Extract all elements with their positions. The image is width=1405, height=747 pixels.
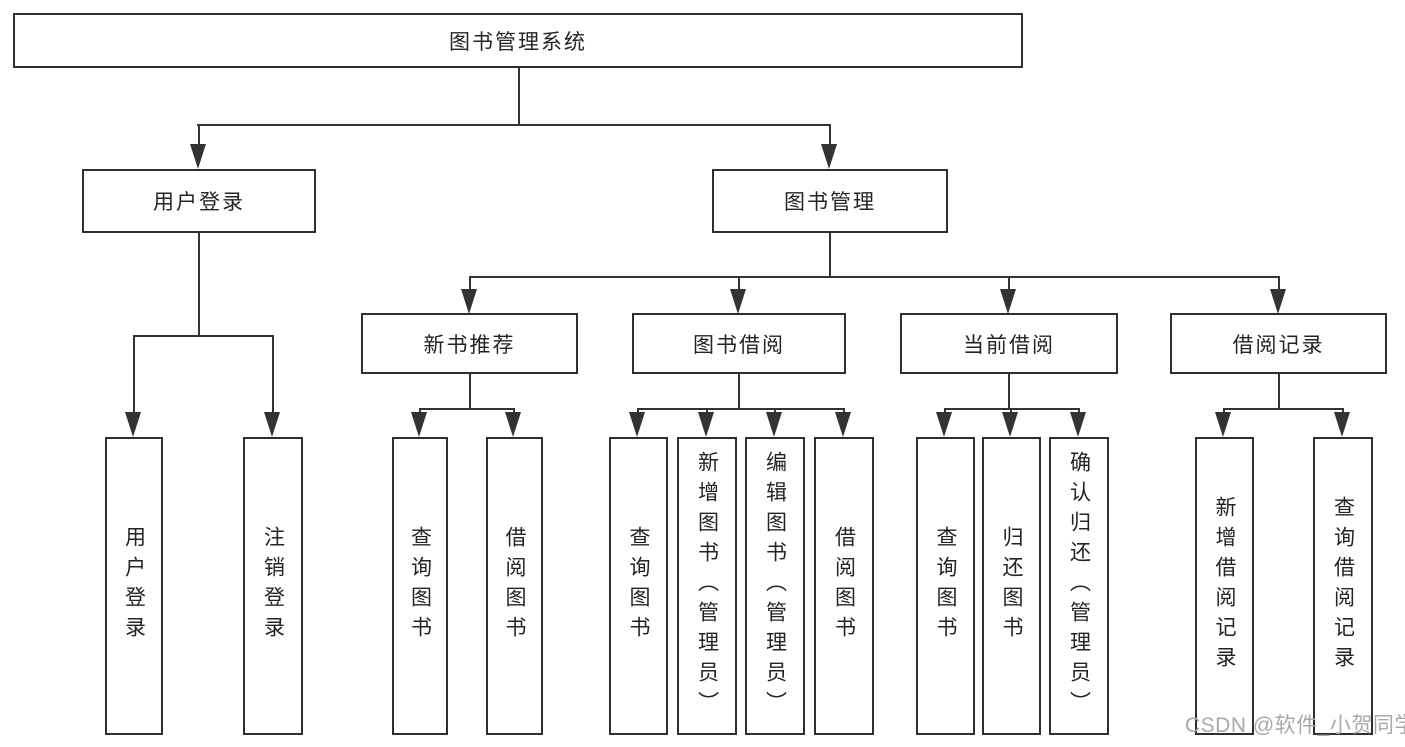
leaf-add-book-admin: 新增图书（管理员）	[677, 437, 737, 735]
leaf-recommend-query-books: 查询图书	[392, 437, 448, 735]
arrow-new-book-borrow	[505, 408, 521, 437]
leaf-add-borrow-record: 新增借阅记录	[1195, 437, 1254, 735]
arrow-to-book-management	[821, 124, 837, 169]
leaf-current-query-books-label: 查询图书	[934, 526, 957, 646]
leaf-borrow-query-books: 查询图书	[609, 437, 668, 735]
arrow-records-query	[1334, 408, 1350, 437]
node-library-system: 图书管理系统	[13, 13, 1023, 68]
arrow-to-borrow-records	[1270, 276, 1286, 314]
connector-user-login-rail	[133, 335, 274, 337]
leaf-edit-book-admin-label: 编辑图书（管理员）	[763, 451, 787, 721]
connector-records-rail	[1223, 408, 1344, 410]
connector-new-book-rail	[419, 408, 515, 410]
node-borrow-records: 借阅记录	[1170, 313, 1387, 374]
csdn-watermark: CSDN @软件_小贺同学	[1185, 714, 1405, 737]
leaf-borrow-query-books-label: 查询图书	[627, 526, 650, 646]
arrow-current-return	[1002, 408, 1018, 437]
connector-book-mgmt-stem	[829, 233, 831, 278]
connector-book-borrow-rail	[637, 408, 845, 410]
leaf-confirm-return-admin: 确认归还（管理员）	[1049, 437, 1109, 735]
leaf-confirm-return-admin-label: 确认归还（管理员）	[1067, 451, 1091, 721]
node-book-management-label: 图书管理	[784, 191, 876, 214]
arrow-to-leaf-logout	[264, 335, 280, 437]
connector-records-stem	[1278, 373, 1280, 410]
leaf-add-book-admin-label: 新增图书（管理员）	[695, 451, 719, 721]
leaf-edit-book-admin: 编辑图书（管理员）	[745, 437, 805, 735]
node-current-borrow: 当前借阅	[900, 313, 1118, 374]
leaf-recommend-borrow-books: 借阅图书	[486, 437, 543, 735]
node-book-borrow-label: 图书借阅	[693, 333, 785, 357]
arrow-to-new-book-recommend	[461, 276, 477, 314]
arrow-records-add	[1215, 408, 1231, 437]
arrow-borrow-query	[629, 408, 645, 437]
node-library-system-label: 图书管理系统	[449, 30, 587, 54]
leaf-query-borrow-record: 查询借阅记录	[1313, 437, 1373, 735]
connector-book-mgmt-rail	[469, 276, 1280, 278]
leaf-user-login: 用户登录	[105, 437, 163, 735]
connector-book-borrow-stem	[738, 373, 740, 410]
node-book-management: 图书管理	[712, 169, 948, 233]
connector-root-stem	[518, 68, 520, 126]
leaf-recommend-borrow-books-label: 借阅图书	[503, 526, 526, 646]
leaf-logout: 注销登录	[243, 437, 303, 735]
leaf-logout-label: 注销登录	[261, 526, 285, 646]
node-user-login-label: 用户登录	[153, 191, 245, 214]
connector-new-book-stem	[469, 373, 471, 410]
arrow-to-user-login	[190, 124, 206, 169]
arrow-borrow-edit	[766, 408, 782, 437]
node-current-borrow-label: 当前借阅	[963, 333, 1055, 357]
leaf-borrow-borrow-books-label: 借阅图书	[832, 526, 856, 646]
connector-user-login-stem	[198, 233, 200, 337]
connector-current-borrow-stem	[1008, 373, 1010, 410]
arrow-new-book-query	[411, 408, 427, 437]
leaf-return-books-label: 归还图书	[1000, 526, 1023, 646]
leaf-add-borrow-record-label: 新增借阅记录	[1213, 496, 1236, 676]
arrow-borrow-add	[698, 408, 714, 437]
leaf-user-login-label: 用户登录	[122, 526, 146, 646]
leaf-current-query-books: 查询图书	[916, 437, 975, 735]
connector-root-rail	[197, 124, 831, 126]
node-book-borrow: 图书借阅	[632, 313, 846, 374]
arrow-to-book-borrow	[730, 276, 746, 314]
node-borrow-records-label: 借阅记录	[1232, 333, 1325, 357]
arrow-to-leaf-user-login	[125, 335, 141, 437]
arrow-current-confirm	[1070, 408, 1086, 437]
leaf-borrow-borrow-books: 借阅图书	[814, 437, 874, 735]
connector-current-borrow-rail	[944, 408, 1080, 410]
arrow-current-query	[936, 408, 952, 437]
leaf-recommend-query-books-label: 查询图书	[408, 526, 432, 646]
leaf-query-borrow-record-label: 查询借阅记录	[1331, 496, 1355, 676]
node-new-book-recommend-label: 新书推荐	[423, 333, 516, 357]
node-user-login: 用户登录	[82, 169, 316, 233]
arrow-borrow-borrow	[835, 408, 851, 437]
arrow-to-current-borrow	[1000, 276, 1016, 314]
leaf-return-books: 归还图书	[982, 437, 1041, 735]
node-new-book-recommend: 新书推荐	[361, 313, 578, 374]
